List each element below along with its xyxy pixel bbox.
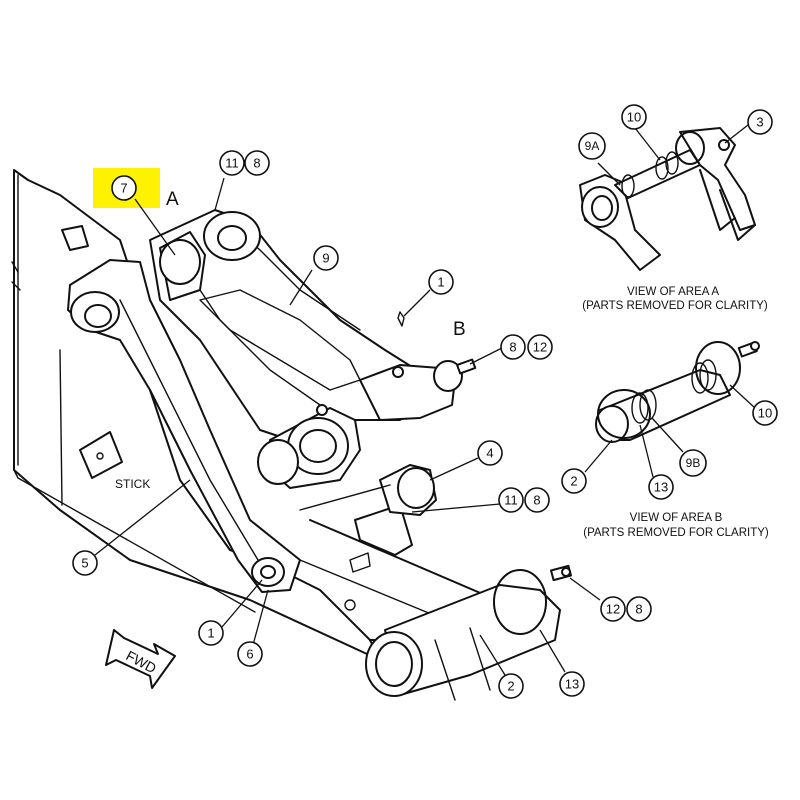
- svg-text:12: 12: [533, 340, 547, 355]
- svg-text:1: 1: [437, 275, 444, 290]
- svg-text:13: 13: [565, 677, 579, 692]
- callout-7: 7: [111, 175, 137, 201]
- svg-text:8: 8: [533, 493, 540, 508]
- callout-9a: 9A: [578, 132, 606, 160]
- stick-body: [11, 169, 521, 661]
- view-b-caption-line2: (PARTS REMOVED FOR CLARITY): [583, 527, 769, 539]
- view-b-caption-line1: VIEW OF AREA B: [630, 512, 723, 524]
- svg-text:11: 11: [225, 156, 239, 171]
- svg-text:6: 6: [246, 647, 253, 662]
- lower-pin-left: [257, 404, 361, 489]
- svg-text:10: 10: [627, 110, 641, 125]
- stick-label: STICK: [115, 477, 150, 491]
- pin-b-assembly: [359, 311, 477, 421]
- callout-9: 9: [313, 245, 339, 271]
- svg-text:7: 7: [120, 181, 127, 196]
- svg-text:8: 8: [253, 156, 260, 171]
- svg-text:4: 4: [486, 446, 493, 461]
- svg-text:1: 1: [207, 626, 214, 641]
- callout-2-main: 2: [498, 673, 524, 699]
- callout-12-b: 12: [527, 334, 553, 360]
- callout-8-top: 8: [244, 150, 270, 176]
- area-b-label: B: [453, 319, 466, 340]
- svg-text:5: 5: [81, 556, 88, 571]
- link-item-5: [67, 259, 301, 593]
- svg-text:13: 13: [654, 480, 668, 495]
- svg-text:12: 12: [606, 602, 620, 617]
- callout-10-b: 10: [752, 400, 778, 426]
- bottom-pin-assembly: [365, 564, 572, 701]
- view-area-a-inset: [579, 127, 756, 271]
- view-a-caption-line2: (PARTS REMOVED FOR CLARITY): [582, 300, 768, 312]
- svg-text:10: 10: [758, 406, 772, 421]
- svg-text:8: 8: [635, 602, 642, 617]
- view-area-b-inset: [595, 341, 760, 443]
- callout-4: 4: [477, 440, 503, 466]
- callout-11-top: 11: [219, 150, 245, 176]
- callout-8-b: 8: [500, 334, 526, 360]
- callout-9b: 9B: [679, 449, 707, 477]
- callout-10-a: 10: [621, 104, 647, 130]
- forward-arrow: FWD: [105, 629, 176, 689]
- callout-6: 6: [237, 641, 263, 667]
- callout-2-b: 2: [561, 468, 587, 494]
- svg-text:2: 2: [570, 474, 577, 489]
- svg-text:3: 3: [756, 115, 763, 130]
- leader-lines: [94, 124, 756, 676]
- linkage-item-9: [149, 209, 426, 441]
- svg-text:9: 9: [322, 251, 329, 266]
- pin-item-4: [299, 464, 437, 516]
- area-a-label: A: [166, 189, 179, 210]
- callout-13-b: 13: [648, 474, 674, 500]
- callout-3: 3: [747, 109, 773, 135]
- callout-13-main: 13: [559, 671, 585, 697]
- svg-text:9B: 9B: [686, 456, 701, 470]
- callout-11-lower: 11: [498, 487, 524, 513]
- callout-8-lower: 8: [524, 487, 550, 513]
- view-a-caption-line1: VIEW OF AREA A: [627, 286, 719, 298]
- svg-text:8: 8: [509, 340, 516, 355]
- callout-1-low: 1: [198, 620, 224, 646]
- svg-text:11: 11: [504, 493, 518, 508]
- svg-text:2: 2: [507, 679, 514, 694]
- callout-8-right: 8: [626, 596, 652, 622]
- svg-text:9A: 9A: [585, 139, 600, 153]
- callout-5: 5: [72, 550, 98, 576]
- callout-12-right: 12: [600, 596, 626, 622]
- callout-1-mid: 1: [428, 269, 454, 295]
